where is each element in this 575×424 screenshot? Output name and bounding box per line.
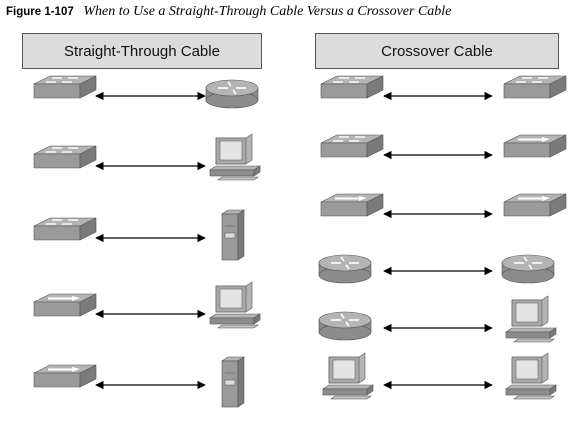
switch-icon bbox=[320, 134, 384, 158]
switch-icon bbox=[33, 75, 97, 99]
switch-icon bbox=[33, 145, 97, 169]
figure-caption: Figure 1-107 When to Use a Straight-Thro… bbox=[6, 3, 451, 20]
figure-number: Figure 1-107 bbox=[6, 6, 74, 18]
switch-icon bbox=[503, 75, 567, 99]
header-crossover: Crossover Cable bbox=[315, 33, 559, 69]
pc-icon bbox=[505, 295, 557, 343]
switch-icon bbox=[33, 217, 97, 241]
pc-icon bbox=[209, 281, 261, 329]
router-icon bbox=[318, 311, 372, 341]
router-icon bbox=[318, 254, 372, 284]
hub-icon bbox=[320, 193, 384, 217]
pc-icon bbox=[505, 352, 557, 400]
pc-icon bbox=[322, 352, 374, 400]
router-icon bbox=[205, 79, 259, 109]
hub-icon bbox=[503, 193, 567, 217]
pc-icon bbox=[209, 133, 261, 181]
hub-icon bbox=[33, 293, 97, 317]
hub-icon bbox=[503, 134, 567, 158]
server-icon bbox=[221, 209, 245, 261]
figure-title: When to Use a Straight-Through Cable Ver… bbox=[83, 4, 452, 19]
header-straight-through: Straight-Through Cable bbox=[22, 33, 262, 69]
hub-icon bbox=[33, 364, 97, 388]
server-icon bbox=[221, 356, 245, 408]
switch-icon bbox=[320, 75, 384, 99]
router-icon bbox=[501, 254, 555, 284]
